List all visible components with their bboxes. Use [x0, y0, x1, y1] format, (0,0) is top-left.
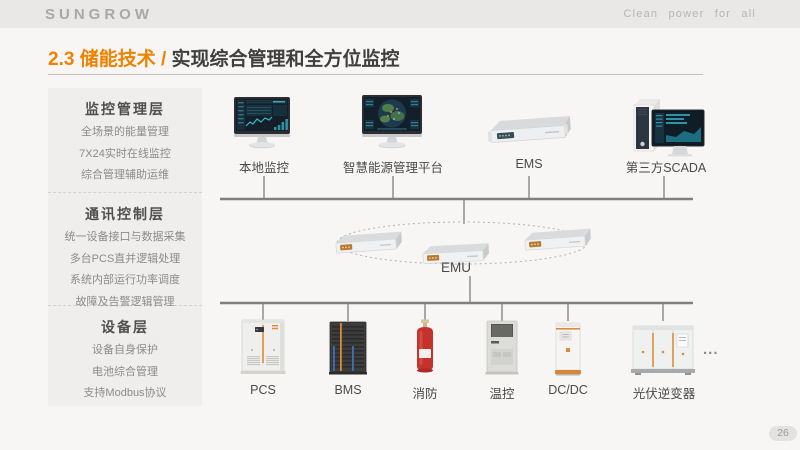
top-device-label-ems: EMS [515, 157, 543, 171]
battery-rack-icon [329, 321, 367, 375]
layer-sidebar: 监控管理层 全场景的能量管理 7X24实时在线监控 综合管理辅助运维 通讯控制层… [48, 88, 202, 406]
pcs-cabinet-icon [240, 319, 286, 374]
rack-server-icon [487, 116, 571, 143]
sidebar-section-device: 设备层 设备自身保护 电池综合管理 支持Modbus协议 [48, 305, 202, 406]
top-bar: SUNGROW Clean power for all [0, 0, 800, 28]
bottom-device-label-pcs: PCS [250, 383, 276, 397]
page-number-badge: 26 [769, 426, 797, 441]
monitor-dashboard-icon [234, 97, 290, 149]
sidebar-item: 全场景的能量管理 [81, 126, 169, 138]
top-device-label-third-party-scada: 第三方SCADA [625, 161, 707, 175]
sidebar-item: 7X24实时在线监控 [79, 147, 171, 160]
gateway-label-emu: EMU [441, 260, 471, 275]
brand-tagline: Clean power for all [623, 8, 756, 20]
gateway-rack-icon [422, 243, 489, 264]
page-title: 2.3 储能技术 / 实现综合管理和全方位监控 [48, 44, 400, 71]
sidebar-item: 多台PCS直并逻辑处理 [69, 252, 181, 265]
dcdc-cabinet-icon [555, 322, 581, 376]
bottom-device-label-bms: BMS [334, 383, 362, 397]
page-title-number: 2.3 储能技术 / [48, 49, 172, 70]
sidebar-item: 支持Modbus协议 [83, 387, 167, 399]
more-devices-ellipsis: ... [703, 341, 719, 358]
monitor-map-icon [362, 95, 422, 149]
sidebar-item: 统一设备接口与数据采集 [64, 231, 186, 243]
top-device-label-smart-energy-platform: 智慧能源管理平台 [342, 161, 443, 175]
sidebar-item: 设备自身保护 [92, 344, 158, 356]
desktop-computer-icon [633, 99, 705, 157]
sidebar-section-title: 设备层 [101, 319, 149, 335]
gateway-rack-icon [335, 231, 402, 254]
fire-extinguisher-icon [417, 319, 433, 373]
bottom-device-label-fire-protection: 消防 [412, 387, 438, 401]
bottom-device-label-dcdc: DC/DC [548, 383, 588, 397]
sidebar-item: 综合管理辅助运维 [81, 169, 169, 181]
sungrow-logo: SUNGROW [45, 6, 153, 23]
sidebar-section-title: 通讯控制层 [85, 206, 165, 222]
pv-inverter-icon [631, 325, 695, 375]
top-device-label-local-monitoring: 本地监控 [238, 161, 289, 175]
sidebar-section-title: 监控管理层 [85, 101, 165, 117]
bottom-device-label-temperature-control: 温控 [489, 387, 515, 401]
sidebar-section-communication: 通讯控制层 统一设备接口与数据采集 多台PCS直并逻辑处理 系统内部运行功率调度… [48, 192, 202, 308]
sidebar-item: 系统内部运行功率调度 [70, 274, 180, 286]
sidebar-item: 故障及告警逻辑管理 [75, 295, 175, 308]
page-title-text: 实现综合管理和全方位监控 [171, 49, 400, 70]
hvac-cabinet-icon [485, 320, 519, 375]
title-underline [48, 74, 703, 75]
bottom-device-label-pv-inverter: 光伏逆变器 [632, 387, 696, 401]
sidebar-item: 电池综合管理 [92, 365, 158, 378]
sidebar-section-monitoring: 监控管理层 全场景的能量管理 7X24实时在线监控 综合管理辅助运维 [48, 88, 202, 192]
gateway-rack-icon [524, 228, 591, 251]
